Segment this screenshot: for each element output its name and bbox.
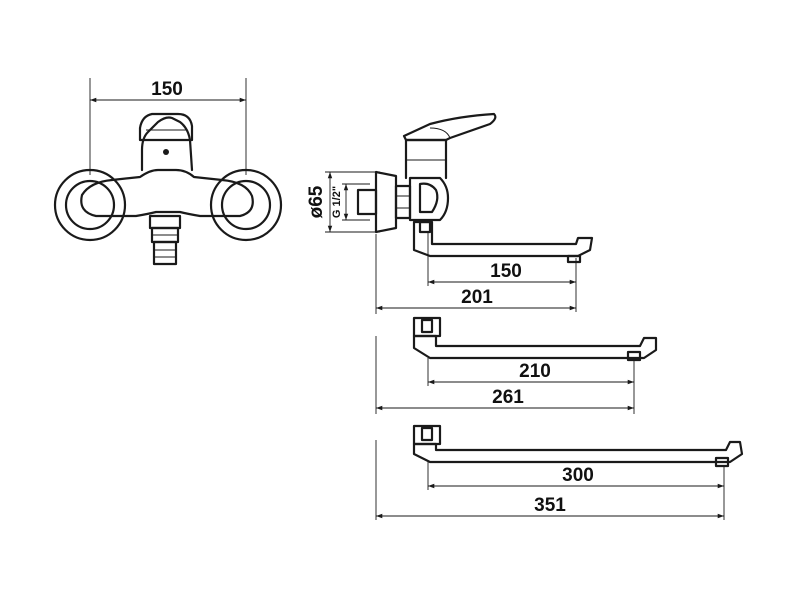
reach-150-label: 150 xyxy=(490,261,522,282)
mixer-body xyxy=(80,168,254,218)
handle-column xyxy=(140,116,194,172)
outlet-collar xyxy=(148,214,182,230)
right-wall-flange xyxy=(209,168,283,242)
left-wall-flange xyxy=(53,168,127,242)
spout-300 xyxy=(412,440,744,464)
spout-300-aerator xyxy=(714,456,730,468)
depth-261-label: 261 xyxy=(492,387,524,408)
lever-side xyxy=(402,112,497,142)
aerator xyxy=(152,240,178,266)
diameter-label: ø65 xyxy=(306,185,327,218)
left-flange-inner xyxy=(64,179,116,231)
eccentric-union xyxy=(394,184,412,220)
spout-150-connector xyxy=(418,220,432,234)
lever-curve xyxy=(429,127,451,139)
wall-connector xyxy=(356,188,378,216)
spout-variant-medium: 210 261 xyxy=(375,316,658,414)
lever-front xyxy=(138,112,194,142)
spout-210 xyxy=(412,334,658,360)
reach-300-label: 300 xyxy=(562,465,594,486)
body-side-recess xyxy=(418,182,439,214)
body-side xyxy=(408,176,450,222)
spout-150 xyxy=(412,220,594,258)
right-flange-inner xyxy=(220,179,272,231)
spout-variant-long: 300 351 xyxy=(375,424,744,520)
depth-351-label: 351 xyxy=(534,495,566,516)
temperature-indicator xyxy=(163,149,169,155)
depth-201-label: 201 xyxy=(461,287,493,308)
side-view: ø65 G 1/2" 150 201 xyxy=(306,112,594,314)
spout-300-connector-inner xyxy=(420,426,434,442)
front-view: 150 xyxy=(53,78,283,266)
front-width-label: 150 xyxy=(151,79,183,100)
spout-210-connector-inner xyxy=(420,318,434,334)
flange-side xyxy=(374,170,398,234)
reach-210-label: 210 xyxy=(519,361,551,382)
thread-label: G 1/2" xyxy=(331,186,343,218)
handle-column-side xyxy=(404,138,448,180)
spout-150-aerator xyxy=(566,254,582,264)
